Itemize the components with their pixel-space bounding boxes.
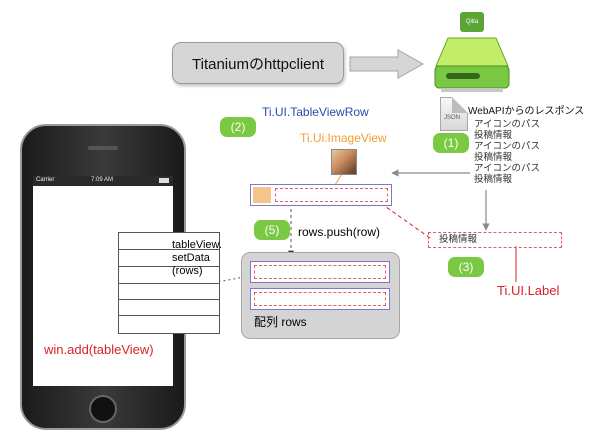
response-line: 投稿情報 bbox=[474, 152, 513, 163]
carrier-text: Carrier bbox=[36, 177, 55, 183]
label-field: 投稿情報 bbox=[428, 232, 562, 248]
tableview-row-divider bbox=[119, 283, 219, 284]
step-5-badge: (5) bbox=[254, 220, 290, 240]
json-file-icon: JSON bbox=[440, 97, 468, 131]
imageview-label: Ti.Ui.ImageView bbox=[300, 131, 387, 145]
response-line: 投稿情報 bbox=[474, 130, 513, 141]
rows-item-inner bbox=[254, 265, 386, 279]
tableview-row-divider bbox=[119, 249, 219, 250]
drive-icon bbox=[434, 37, 510, 92]
rows-array-label: 配列 rows bbox=[254, 315, 307, 329]
setdata-line: setData bbox=[172, 252, 210, 264]
tableviewrow-label: Ti.UI.TableViewRow bbox=[262, 105, 369, 119]
step-2-badge: (2) bbox=[220, 117, 256, 137]
qiita-server-icon: Qiita bbox=[432, 10, 512, 96]
tableview-row-divider bbox=[119, 266, 219, 267]
title-box: Titaniumのhttpclient bbox=[172, 42, 344, 84]
step-1-badge: (1) bbox=[433, 133, 469, 153]
response-line: アイコンのパス bbox=[474, 119, 541, 130]
json-label: JSON bbox=[444, 115, 461, 121]
setdata-text: tableView. setData (rows) bbox=[172, 239, 222, 278]
response-lines: アイコンのパス 投稿情報 アイコンのパス 投稿情報 アイコンのパス 投稿情報 bbox=[474, 119, 584, 185]
setdata-line: (rows) bbox=[172, 265, 203, 277]
step-3-badge: (3) bbox=[448, 257, 484, 277]
status-bar: Carrier 7:09 AM bbox=[33, 176, 173, 186]
tableviewrow-box bbox=[250, 184, 392, 206]
ti-ui-label-text: Ti.UI.Label bbox=[497, 283, 560, 298]
win-add-label: win.add(tableView) bbox=[44, 342, 154, 357]
response-line: 投稿情報 bbox=[474, 174, 513, 185]
home-button[interactable] bbox=[89, 395, 117, 423]
tableview-overlay bbox=[118, 232, 220, 334]
rows-container: 配列 rows bbox=[241, 252, 400, 339]
row-label-slot bbox=[275, 188, 388, 202]
response-line: アイコンのパス bbox=[474, 163, 541, 174]
response-line: アイコンのパス bbox=[474, 141, 541, 152]
speaker-icon bbox=[88, 146, 118, 150]
avatar-image bbox=[331, 149, 357, 175]
rows-item bbox=[250, 288, 390, 310]
time-text: 7:09 AM bbox=[91, 177, 114, 183]
rows-push-label: rows.push(row) bbox=[298, 225, 381, 239]
tableview-row-divider bbox=[119, 299, 219, 300]
response-header: WebAPIからのレスポンス bbox=[468, 106, 585, 117]
row-image-slot bbox=[253, 187, 271, 203]
rows-item bbox=[250, 261, 390, 283]
setdata-line: tableView. bbox=[172, 239, 222, 251]
response-block: WebAPIからのレスポンス アイコンのパス 投稿情報 アイコンのパス 投稿情報… bbox=[468, 102, 584, 185]
rows-item-inner bbox=[254, 292, 386, 306]
file-corner bbox=[452, 97, 468, 113]
big-arrow-icon bbox=[349, 49, 425, 79]
label-field-text: 投稿情報 bbox=[439, 234, 478, 245]
title-text: Titaniumのhttpclient bbox=[192, 55, 324, 73]
qiita-tag: Qiita bbox=[460, 12, 484, 32]
tableview-row-divider bbox=[119, 315, 219, 316]
battery-icon bbox=[159, 178, 169, 183]
